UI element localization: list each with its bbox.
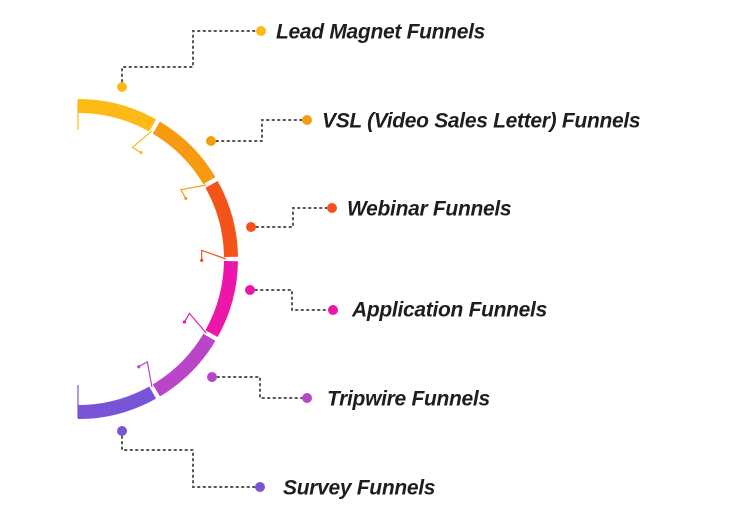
- boundary-arrow-head: [137, 365, 141, 369]
- arc-dot-survey-funnels: [117, 426, 127, 436]
- arc-dot-tripwire-funnels: [207, 372, 217, 382]
- label-dot-webinar-funnels: [327, 203, 337, 213]
- arc-segment-lead-magnet-funnels: [78, 99, 157, 132]
- connector-lead-magnet-funnels: [121, 30, 262, 88]
- boundary-arrow: [138, 360, 153, 388]
- label-dot-application-funnels: [328, 305, 338, 315]
- arc-dot-vsl-video-sales-letter-funnels: [206, 136, 216, 146]
- arc-dot-application-funnels: [245, 285, 255, 295]
- label-dot-tripwire-funnels: [302, 393, 312, 403]
- arc-dot-webinar-funnels: [246, 222, 256, 232]
- arc-segment-application-funnels: [205, 261, 238, 338]
- connector-webinar-funnels: [250, 207, 333, 228]
- arc-segment-survey-funnels: [78, 386, 157, 419]
- label-vsl-funnels: VSL (Video Sales Letter) Funnels: [322, 109, 641, 133]
- boundary-arrow: [183, 312, 207, 334]
- label-tripwire-funnels: Tripwire Funnels: [327, 387, 490, 411]
- arc-segment-webinar-funnels: [205, 180, 238, 257]
- label-dot-lead-magnet-funnels: [256, 26, 266, 36]
- boundary-arrow: [179, 184, 207, 199]
- boundary-arrow-head: [184, 196, 188, 200]
- label-dot-vsl-video-sales-letter-funnels: [302, 115, 312, 125]
- arc-segment-vsl-video-sales-letter-funnels: [152, 121, 216, 185]
- label-webinar-funnels: Webinar Funnels: [347, 197, 512, 221]
- connector-application-funnels: [249, 289, 334, 311]
- boundary-arrow-head: [200, 258, 204, 262]
- connector-tripwire-funnels: [211, 376, 308, 399]
- label-application-funnels: Application Funnels: [352, 298, 547, 322]
- boundary-arrow: [201, 249, 227, 261]
- boundary-arrow: [131, 130, 153, 154]
- arc-segment-tripwire-funnels: [152, 333, 216, 397]
- label-lead-magnet-funnels: Lead Magnet Funnels: [276, 20, 485, 44]
- label-survey-funnels: Survey Funnels: [283, 476, 436, 500]
- connector-vsl-video-sales-letter-funnels: [210, 119, 308, 142]
- boundary-arrow-head: [139, 150, 143, 155]
- boundary-arrow-head: [182, 320, 187, 324]
- arc-dot-lead-magnet-funnels: [117, 82, 127, 92]
- label-dot-survey-funnels: [255, 482, 265, 492]
- connector-survey-funnels: [121, 430, 261, 488]
